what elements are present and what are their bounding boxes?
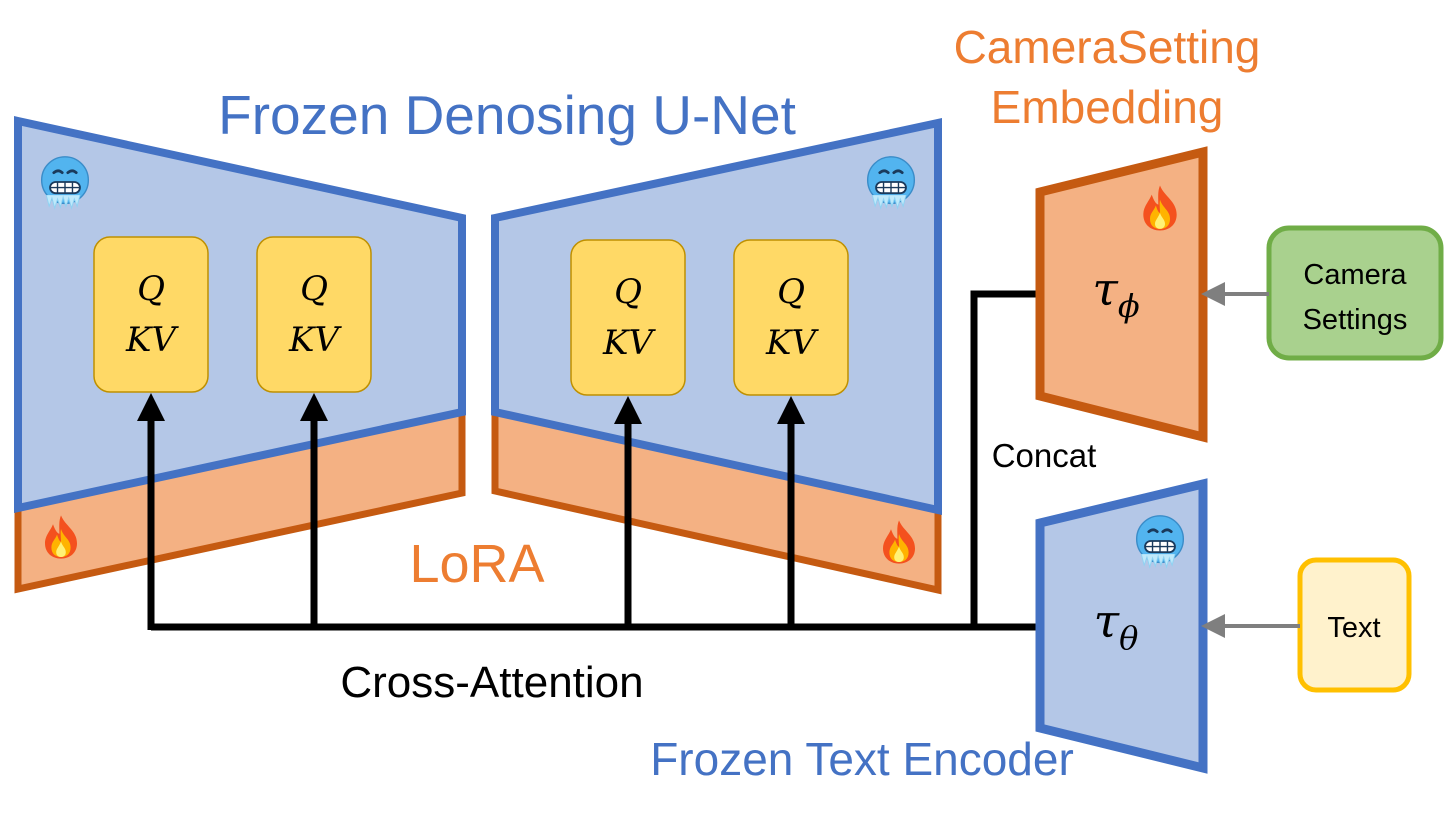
query-label: Q (777, 272, 805, 312)
cross-attention-label: Cross-Attention (340, 658, 643, 707)
camera-settings-input: Camera Settings (1266, 225, 1444, 361)
key-value-label: KV (125, 320, 179, 360)
attention-block: Q KV (570, 239, 686, 396)
text-encoder-symbol: τθ (1094, 594, 1139, 657)
camera-settings-line1: Camera (1303, 259, 1407, 291)
text-input-label: Text (1327, 612, 1380, 644)
unet-decoder-half (491, 118, 942, 595)
text-encoder-title: Frozen Text Encoder (650, 733, 1074, 785)
camera-embedding-encoder: τϕ (1035, 146, 1208, 443)
cross-attention-wiring (137, 290, 1040, 631)
query-label: Q (614, 272, 642, 312)
frozen-block-left (14, 116, 466, 513)
key-value-label: KV (288, 320, 342, 360)
camera-embedding-title-line1: CameraSetting (954, 21, 1261, 73)
key-value-label: KV (602, 323, 656, 363)
query-label: Q (137, 269, 165, 309)
camera-concat-line (970, 290, 1040, 627)
camera-encoder-symbol: τϕ (1092, 262, 1139, 325)
text-input: Text (1297, 557, 1412, 693)
query-label: Q (300, 269, 328, 309)
concat-label: Concat (992, 437, 1097, 474)
camera-embedding-title-line2: Embedding (991, 81, 1224, 133)
attention-block: Q KV (733, 239, 849, 396)
unet-encoder-half (14, 116, 466, 594)
attention-block: Q KV (256, 236, 372, 393)
unet-title: Frozen Denosing U-Net (218, 84, 796, 146)
attention-block: Q KV (93, 236, 209, 393)
lora-label: LoRA (409, 534, 544, 594)
camera-settings-line2: Settings (1303, 304, 1408, 336)
key-value-label: KV (765, 323, 819, 363)
frozen-block-right (491, 118, 942, 515)
